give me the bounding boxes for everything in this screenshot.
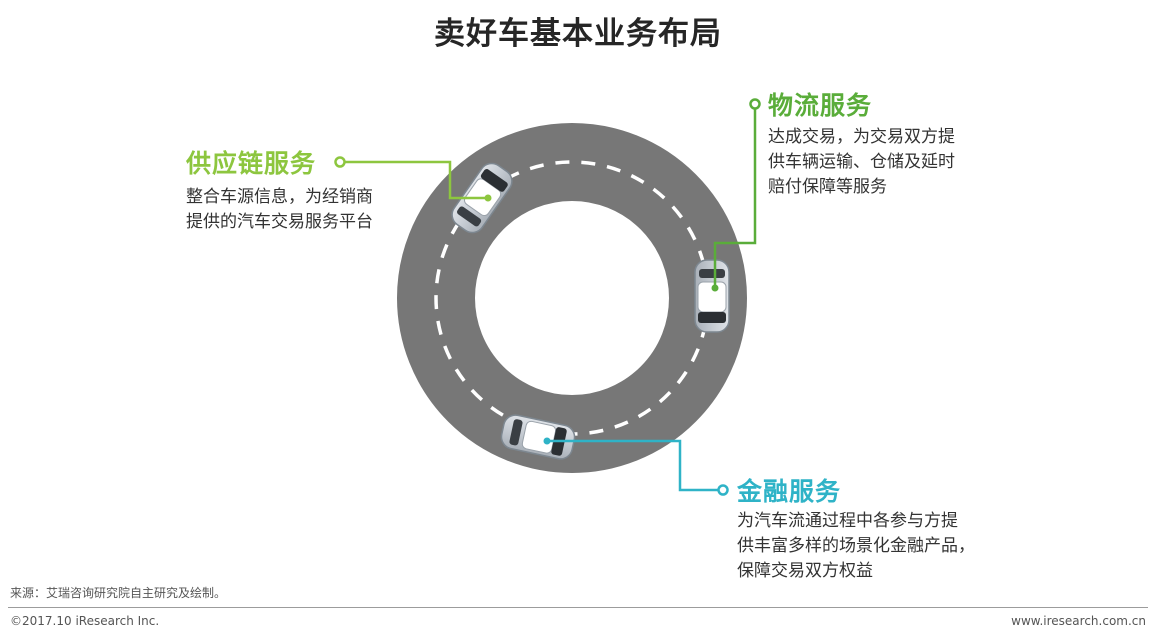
footer-divider [8, 607, 1148, 608]
supply-chain-description: 整合车源信息，为经销商 提供的汽车交易服务平台 [186, 185, 373, 235]
finance-line: 保障交易双方权益 [737, 561, 873, 581]
logistics-line: 达成交易，为交易双方提 [768, 127, 955, 147]
supply-chain-car-dot [484, 194, 492, 202]
logistics-dot [749, 98, 761, 110]
finance-heading: 金融服务 [737, 477, 842, 506]
finance-connector [547, 439, 723, 492]
website-link[interactable]: www.iresearch.com.cn [1011, 614, 1146, 628]
finance-line: 为汽车流通过程中各参与方提 [737, 511, 958, 531]
logistics-description: 达成交易，为交易双方提 供车辆运输、仓储及延时 赔付保障等服务 [768, 125, 955, 200]
supply-chain-line: 提供的汽车交易服务平台 [186, 212, 373, 232]
logistics-line: 赔付保障等服务 [768, 177, 887, 197]
copyright-text: ©2017.10 iResearch Inc. [10, 614, 160, 628]
source-note: 来源：艾瑞咨询研究院自主研究及绘制。 [10, 586, 227, 600]
finance-car-dot [543, 437, 551, 445]
logistics-line: 供车辆运输、仓储及延时 [768, 152, 955, 172]
finance-line: 供丰富多样的场景化金融产品， [737, 536, 975, 556]
page-title: 卖好车基本业务布局 [434, 16, 722, 52]
logistics-heading: 物流服务 [768, 91, 873, 120]
supply-chain-connector [340, 160, 488, 200]
finance-dot [717, 484, 729, 496]
finance-description: 为汽车流通过程中各参与方提 供丰富多样的场景化金融产品， 保障交易双方权益 [737, 509, 975, 584]
car-logistics [694, 259, 730, 333]
supply-chain-line: 整合车源信息，为经销商 [186, 187, 373, 207]
logistics-connector [713, 104, 757, 288]
logistics-car-dot [711, 284, 719, 292]
supply-chain-heading: 供应链服务 [186, 149, 317, 178]
supply-chain-dot [334, 156, 346, 168]
